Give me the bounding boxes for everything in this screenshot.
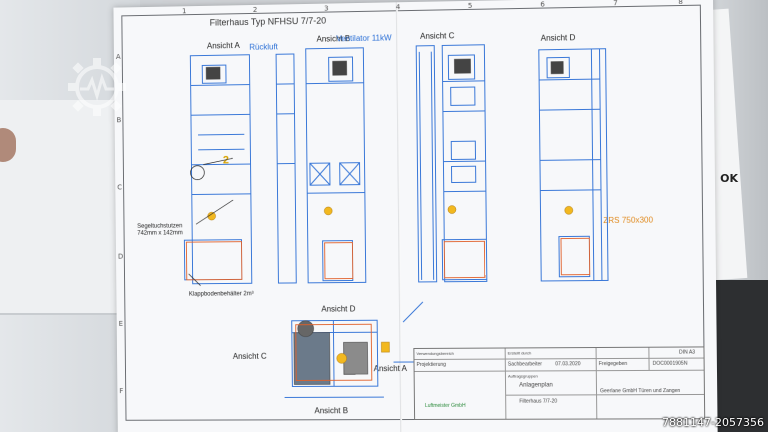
tb-kunde: Geerlane GmbH Türen und Zangen [600,387,681,395]
partial-print-text: OK [720,172,738,185]
title-block: Verwendungsbereich Projektierung Erstell… [413,346,706,421]
drawing-linework [113,0,717,432]
tb-datum: 07.03.2020 [555,361,581,368]
technical-drawing-sheet: 1 2 3 4 5 6 7 8 A B C D E F Filterhaus T… [113,0,718,432]
tb-blatt: DIN A3 [678,349,696,356]
tb-dokument: DOC0001905N [652,360,688,367]
loose-paper-left [0,100,118,315]
tb-filterhaus: Filterhaus 7/7-20 [519,398,558,405]
gear-pulse-icon [68,58,126,116]
tb-anlagenplan: Anlagenplan [519,382,553,389]
tb-firma: Luftmeister GmbH [424,402,466,409]
tb-verwendung: Verwendungsbereich [416,350,454,356]
stock-id-watermark: 7881147-2057356 [662,416,764,429]
tb-auftrag: Auftragsgruppen [507,373,538,379]
tb-erstellt: Erstellt durch [507,350,532,356]
tb-status: Freigegeben [598,360,628,368]
finger [0,128,16,162]
tb-sachbearbeiter: Sachbearbeiter [507,361,543,368]
tb-projektierung: Projektierung [416,361,447,368]
